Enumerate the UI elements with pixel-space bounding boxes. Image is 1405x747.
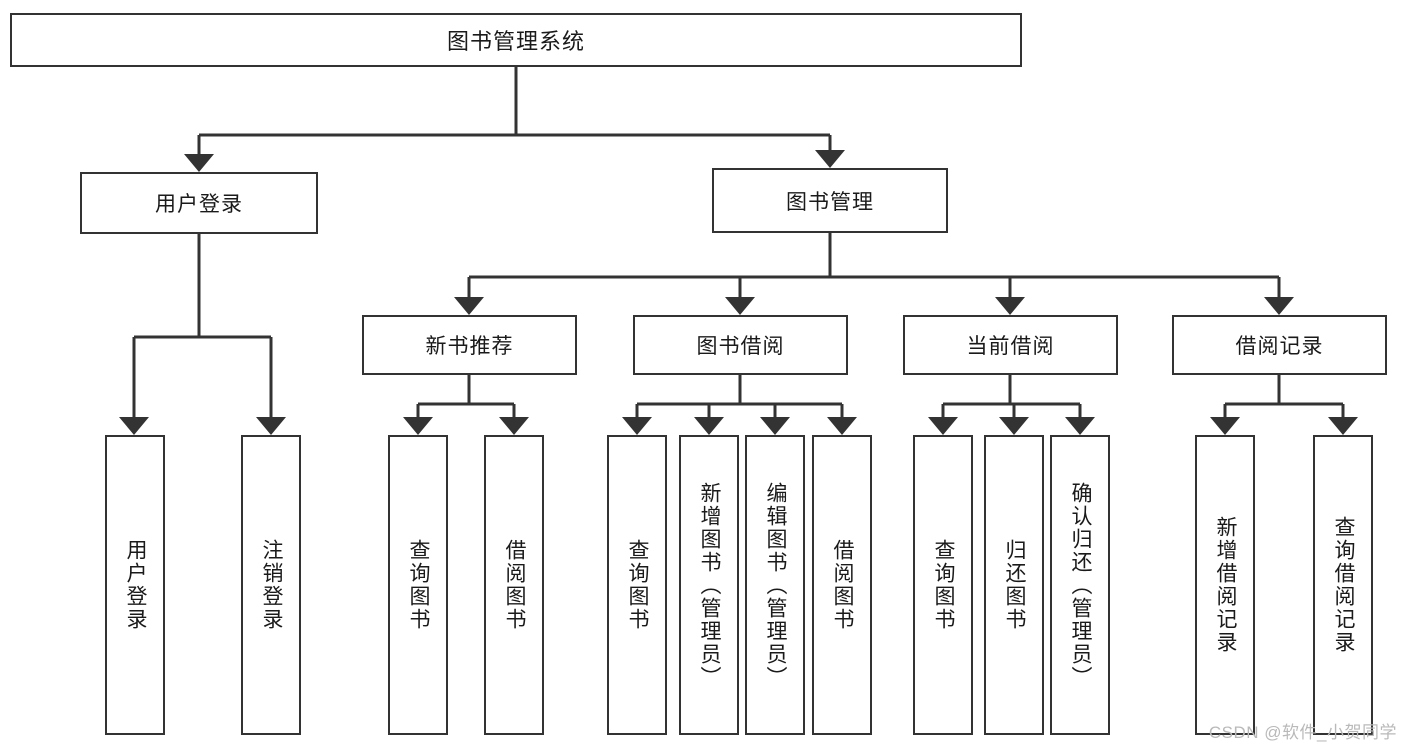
node-leaf-query-book-current[interactable]: 查询图书 (913, 435, 973, 735)
leaf-label: 新增图书（管理员） (698, 481, 722, 689)
node-leaf-return-book[interactable]: 归还图书 (984, 435, 1044, 735)
leaf-label: 注销登录 (260, 539, 284, 631)
node-leaf-query-book-borrow[interactable]: 查询图书 (607, 435, 667, 735)
leaf-label: 归还图书 (1003, 539, 1027, 631)
node-leaf-logout-login[interactable]: 注销登录 (241, 435, 301, 735)
node-user-login[interactable]: 用户登录 (80, 172, 318, 234)
leaf-label: 借阅图书 (503, 539, 527, 631)
node-leaf-user-login[interactable]: 用户登录 (105, 435, 165, 735)
node-root[interactable]: 图书管理系统 (10, 13, 1022, 67)
leaf-label: 查询图书 (626, 539, 650, 631)
node-new-book-recommend[interactable]: 新书推荐 (362, 315, 577, 375)
node-leaf-edit-book-admin[interactable]: 编辑图书（管理员） (745, 435, 805, 735)
node-book-borrow[interactable]: 图书借阅 (633, 315, 848, 375)
node-leaf-query-book-rec[interactable]: 查询图书 (388, 435, 448, 735)
node-leaf-borrow-book[interactable]: 借阅图书 (812, 435, 872, 735)
watermark-text: CSDN @软件_小贺同学 (1208, 723, 1397, 742)
leaf-label: 查询图书 (407, 539, 431, 631)
leaf-label: 借阅图书 (831, 539, 855, 631)
leaf-label: 查询借阅记录 (1332, 516, 1356, 654)
node-leaf-borrow-book-rec[interactable]: 借阅图书 (484, 435, 544, 735)
leaf-label: 新增借阅记录 (1214, 516, 1238, 654)
node-current-borrow[interactable]: 当前借阅 (903, 315, 1118, 375)
leaf-label: 编辑图书（管理员） (764, 481, 788, 689)
node-borrow-record[interactable]: 借阅记录 (1172, 315, 1387, 375)
node-leaf-confirm-return-admin[interactable]: 确认归还（管理员） (1050, 435, 1110, 735)
node-leaf-query-borrow-record[interactable]: 查询借阅记录 (1313, 435, 1373, 735)
leaf-label: 确认归还（管理员） (1069, 481, 1093, 689)
node-leaf-add-borrow-record[interactable]: 新增借阅记录 (1195, 435, 1255, 735)
node-leaf-add-book-admin[interactable]: 新增图书（管理员） (679, 435, 739, 735)
leaf-label: 查询图书 (932, 539, 956, 631)
node-book-manage[interactable]: 图书管理 (712, 168, 948, 233)
leaf-label: 用户登录 (124, 539, 148, 631)
